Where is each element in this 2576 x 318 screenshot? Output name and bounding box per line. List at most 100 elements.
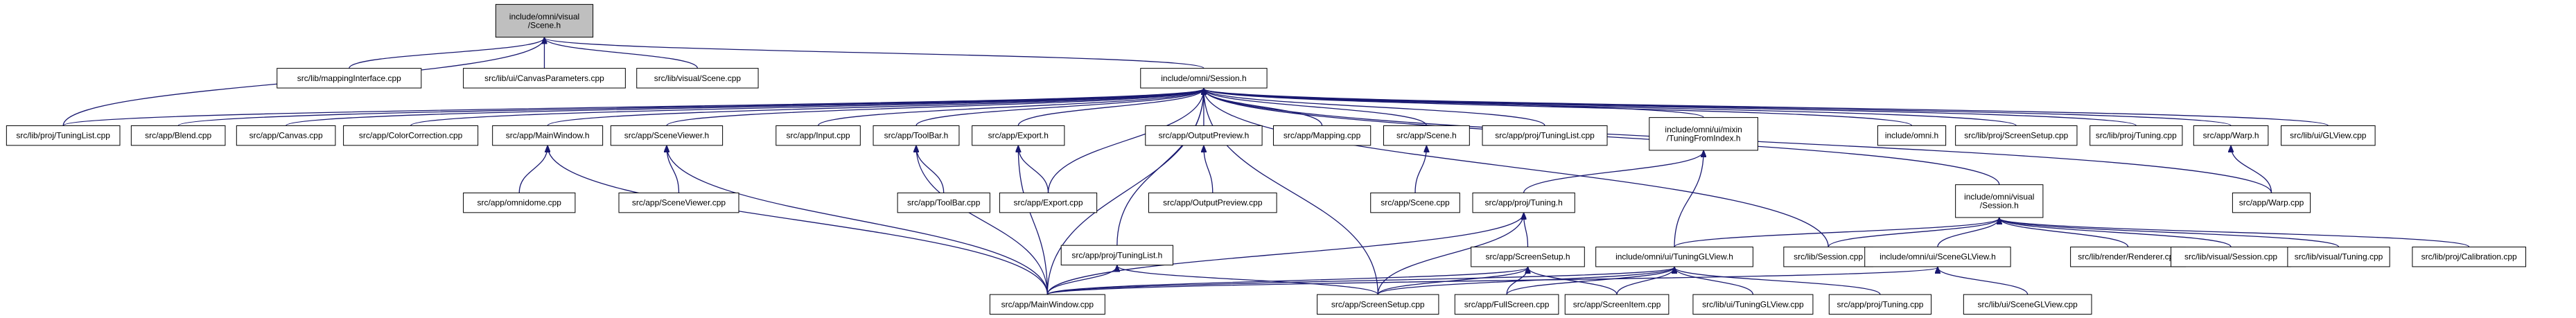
node-box	[2193, 125, 2269, 146]
node-visual-tuning-cpp[interactable]: src/lib/visual/Tuning.cpp	[2287, 247, 2390, 267]
edge-visual_scene_cpp-to-scene_h	[544, 38, 699, 69]
node-screenitem-cpp[interactable]: src/app/ScreenItem.cpp	[1564, 294, 1670, 315]
edge-tuningglview_h-to-visual_session_h	[1674, 218, 1999, 248]
node-omnidome-cpp[interactable]: src/app/omnidome.cpp	[463, 192, 576, 213]
node-app-tuninglist-cpp[interactable]: src/app/proj/TuningList.cpp	[1482, 125, 1608, 146]
node-mainwindow-h[interactable]: src/app/MainWindow.h	[492, 125, 604, 146]
node-app-scene-cpp[interactable]: src/app/Scene.cpp	[1370, 192, 1460, 213]
edge-mapping_cpp-to-session_h	[1204, 89, 1323, 126]
node-sceneviewer-cpp[interactable]: src/app/SceneViewer.cpp	[618, 192, 739, 213]
node-label: src/app/proj/Tuning.h	[1484, 198, 1562, 208]
node-label: src/lib/visual/Session.cpp	[2184, 252, 2277, 262]
node-glview-cpp[interactable]: src/lib/ui/GLView.cpp	[2281, 125, 2376, 146]
node-lib-screensetup-cpp[interactable]: src/lib/proj/ScreenSetup.cpp	[1955, 125, 2078, 146]
node-label: src/app/Scene.cpp	[1381, 198, 1450, 208]
node-renderer-cpp[interactable]: src/lib/render/Renderer.cpp	[2070, 247, 2187, 267]
node-box	[1649, 117, 1758, 151]
node-box	[1955, 125, 2078, 146]
node-blend-cpp[interactable]: src/app/Blend.cpp	[130, 125, 226, 146]
node-mapping-cpp[interactable]: src/app/Mapping.cpp	[1272, 125, 1372, 146]
node-calibration-cpp[interactable]: src/lib/proj/Calibration.cpp	[2412, 247, 2527, 267]
node-lib-tuning-cpp[interactable]: src/lib/proj/Tuning.cpp	[2089, 125, 2183, 146]
node-label: src/app/Canvas.cpp	[249, 131, 323, 141]
edge-sceneviewer_cpp-to-sceneviewer_h	[667, 146, 680, 193]
node-tuningglview-h[interactable]: include/omni/ui/TuningGLView.h	[1595, 247, 1753, 267]
node-box	[1060, 245, 1174, 266]
node-proj-tuninglist-cpp[interactable]: src/lib/proj/TuningList.cpp	[6, 125, 121, 146]
node-label: src/lib/ui/CanvasParameters.cpp	[484, 73, 604, 83]
node-box	[1383, 125, 1470, 146]
node-app-tuninglist-h[interactable]: src/app/proj/TuningList.h	[1060, 245, 1174, 266]
node-box	[636, 68, 759, 89]
edge-export_cpp-to-session_h	[1047, 89, 1204, 193]
edge-mainwindow_cpp-to-screensetup_h	[1046, 267, 1527, 295]
node-box	[1595, 247, 1753, 267]
node-label: include/omni/visual	[1964, 192, 2034, 202]
node-mainwindow-cpp[interactable]: src/app/MainWindow.cpp	[989, 294, 1105, 315]
edge-mainwindow_cpp-to-tuningglview_h	[1046, 267, 1674, 295]
node-box	[1877, 125, 1947, 146]
node-label: src/app/ScreenSetup.h	[1485, 252, 1570, 262]
edge-app_scene_h-to-session_h	[1204, 89, 1428, 126]
node-outputpreview-h[interactable]: src/app/OutputPreview.h	[1145, 125, 1263, 146]
node-fullscreen-cpp[interactable]: src/app/FullScreen.cpp	[1454, 294, 1559, 315]
edge-app_screensetup_cpp-to-screensetup_h	[1377, 267, 1527, 295]
node-warp-h[interactable]: src/app/Warp.h	[2193, 125, 2269, 146]
node-app-tuning-cpp[interactable]: src/app/proj/Tuning.cpp	[1828, 294, 1932, 315]
node-session-h[interactable]: include/omni/Session.h	[1140, 68, 1268, 89]
node-label: src/lib/proj/Tuning.cpp	[2096, 131, 2177, 141]
node-lib-session-cpp[interactable]: src/lib/Session.cpp	[1783, 247, 1873, 267]
node-canvas-cpp[interactable]: src/app/Canvas.cpp	[236, 125, 336, 146]
node-box	[1482, 125, 1608, 146]
edge-canvas_cpp-to-session_h	[285, 89, 1204, 127]
node-visual-session-cpp[interactable]: src/lib/visual/Session.cpp	[2171, 247, 2292, 267]
node-label: src/app/Scene.h	[1396, 131, 1457, 141]
node-label: src/lib/render/Renderer.cpp	[2078, 252, 2178, 262]
node-label: include/omni/ui/mixin	[1665, 125, 1742, 134]
node-export-h[interactable]: src/app/Export.h	[972, 125, 1065, 146]
node-export-cpp[interactable]: src/app/Export.cpp	[999, 192, 1098, 213]
node-warp-cpp[interactable]: src/app/Warp.cpp	[2232, 192, 2311, 213]
node-label: /Session.h	[1980, 201, 2019, 211]
node-box	[236, 125, 336, 146]
node-label: src/app/SceneViewer.cpp	[632, 198, 726, 208]
node-sceneglview-cpp[interactable]: src/lib/ui/SceneGLView.cpp	[1963, 294, 2092, 315]
node-box	[776, 125, 861, 146]
node-label: src/app/ToolBar.cpp	[907, 198, 981, 208]
edge-session_h-to-scene_h	[544, 38, 1204, 69]
node-box	[2287, 247, 2390, 267]
node-label: src/app/FullScreen.cpp	[1464, 299, 1550, 309]
node-app-tuning-h[interactable]: src/app/proj/Tuning.h	[1472, 192, 1575, 213]
node-toolbar-h[interactable]: src/app/ToolBar.h	[873, 125, 960, 146]
edge-mainwindow_cpp-to-toolbar_h	[916, 146, 1048, 295]
edge-glview_cpp-to-session_h	[1204, 89, 2329, 127]
node-scene-h[interactable]: include/omni/visual/Scene.h	[495, 3, 594, 38]
node-tuningglview-cpp[interactable]: src/lib/ui/TuningGLView.cpp	[1692, 294, 1814, 315]
node-app-screensetup-cpp[interactable]: src/app/ScreenSetup.cpp	[1317, 294, 1439, 315]
edge-mainwindow_cpp-to-mainwindow_h	[547, 146, 1048, 295]
node-colorcorrection-cpp[interactable]: src/app/ColorCorrection.cpp	[343, 125, 479, 146]
edge-omni_h-to-session_h	[1204, 89, 1913, 127]
node-input-cpp[interactable]: src/app/Input.cpp	[776, 125, 861, 146]
node-outputpreview-cpp[interactable]: src/app/OutputPreview.cpp	[1148, 192, 1277, 213]
node-label: include/omni/ui/TuningGLView.h	[1615, 252, 1733, 262]
node-visual-session-h[interactable]: include/omni/visual/Session.h	[1955, 184, 2044, 218]
node-mapping-interface-cpp[interactable]: src/lib/mappingInterface.cpp	[277, 68, 422, 89]
node-visual-scene-cpp[interactable]: src/lib/visual/Scene.cpp	[636, 68, 759, 89]
edge-export_h-to-session_h	[1017, 89, 1204, 126]
node-sceneviewer-h[interactable]: src/app/SceneViewer.h	[610, 125, 724, 146]
edge-app_screensetup_cpp-to-tuningglview_h	[1377, 267, 1674, 295]
node-screensetup-h[interactable]: src/app/ScreenSetup.h	[1471, 247, 1585, 267]
node-label: /TuningFromIndex.h	[1667, 134, 1741, 143]
node-label: src/lib/ui/TuningGLView.cpp	[1702, 299, 1804, 309]
node-app-scene-h[interactable]: src/app/Scene.h	[1383, 125, 1470, 146]
node-box	[130, 125, 226, 146]
node-canvas-parameters-cpp[interactable]: src/lib/ui/CanvasParameters.cpp	[463, 68, 626, 89]
node-sceneglview-h[interactable]: include/omni/ui/SceneGLView.h	[1864, 247, 2011, 267]
node-box	[2281, 125, 2376, 146]
edge-app_tuning_h-to-tuningfromindex_h	[1523, 151, 1703, 193]
node-tuningfromindex-h[interactable]: include/omni/ui/mixin/TuningFromIndex.h	[1649, 117, 1758, 151]
node-toolbar-cpp[interactable]: src/app/ToolBar.cpp	[897, 192, 990, 213]
node-omni-h[interactable]: include/omni.h	[1877, 125, 1947, 146]
node-label: src/app/Export.h	[988, 131, 1049, 141]
